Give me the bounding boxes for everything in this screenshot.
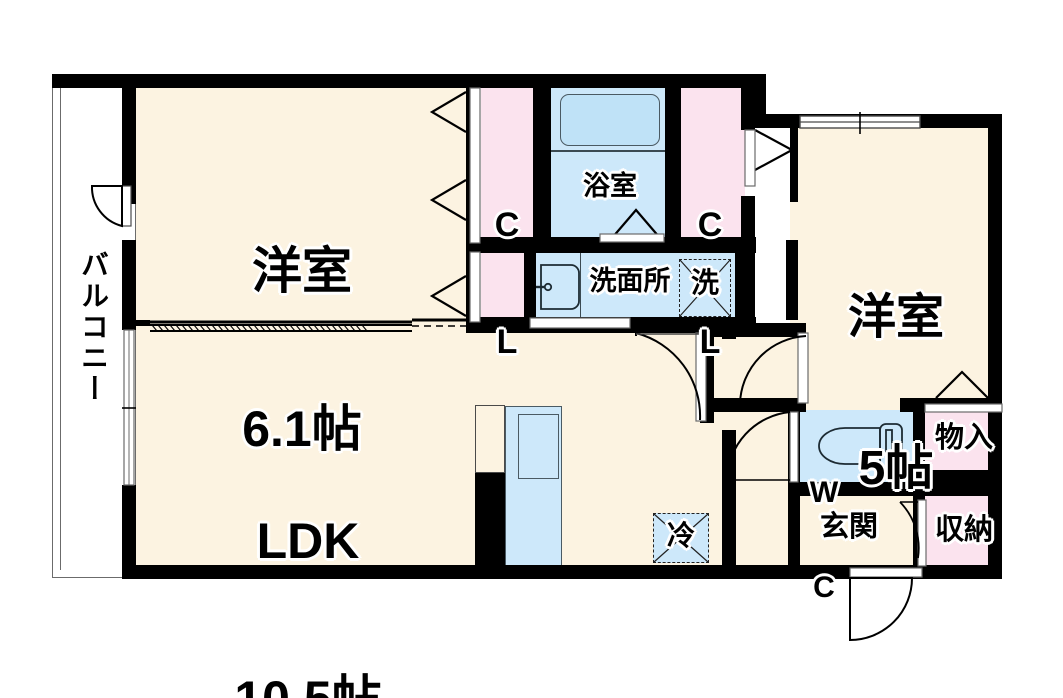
wall-ldk-right [722,430,736,570]
entrance-fill [800,496,922,576]
wall-bath-bottom [466,237,756,253]
wall-top-right [752,114,1002,128]
wall-bottom-main [122,565,1002,579]
wall-bedroom-main-right [466,74,480,239]
wall-closet-right-right-2 [741,196,755,244]
wall-closet-left-right [533,74,551,244]
wall-wc-left [788,410,800,482]
wall-entrance-left [788,496,800,576]
wall-left-interior-3 [122,485,136,579]
wall-ldk-top [136,320,150,326]
wall-washroom-right [735,253,755,321]
wall-right-outer [988,114,1002,579]
closet-left-fill [481,88,533,243]
closet-right-folding-door-icon [754,129,795,171]
washer-space [679,259,731,317]
kitchen-counter-wall [475,473,505,571]
wall-storage-divider [913,470,1002,496]
vanity-outline [535,253,581,321]
bathtub [560,94,660,146]
wall-wc-bottom [788,482,924,496]
wall-corridor-left [700,333,714,423]
wall-bath-right [665,74,681,244]
closet-right-fill [677,88,745,240]
closet-left-lower-fill [481,252,526,322]
wall-left-interior [122,74,136,204]
fridge-space [653,513,709,563]
balcony-inner-line [60,86,128,570]
wall-wc-right [913,410,925,482]
wall-top-left [52,74,766,88]
living-size: 10.5帖 [196,672,420,698]
bath-divider-line [551,150,669,152]
bedroom-main-fill [136,88,466,323]
toilet-fill [800,410,913,482]
kitchen-sink-basin [518,414,559,479]
wall-closet-right-right [741,74,755,130]
wall-shuunou-left [913,496,925,576]
wall-top-connector [752,74,766,128]
closet-right-door-panel [744,129,756,187]
wall-left-interior-2 [122,240,136,330]
wall-washroom-left [524,253,536,321]
wall-bedroom2-left-2 [786,240,798,320]
wall-corridor-top [700,323,806,337]
wall-bedroom2-left [790,128,798,202]
kitchen-counter-back [475,405,505,473]
bedroom-second-fill [790,128,1002,410]
